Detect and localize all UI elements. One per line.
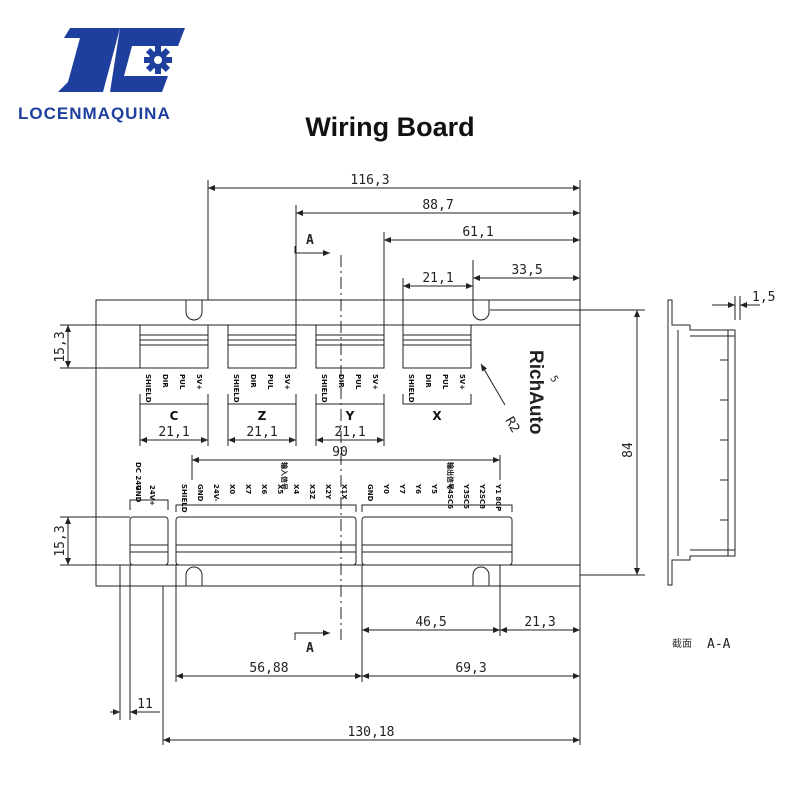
dim-69-3: 69,3 [455,661,486,676]
input-pin-label: X2Y [324,484,332,500]
input-pin-label: GND [196,484,204,502]
axis-pin-label: 5V+ [458,374,466,390]
dim-15-3-bottom: 15,3 [53,525,68,556]
output-pin-label: Y7 [398,483,406,494]
axis-pin-label: SHIELD [144,374,152,403]
axis-pin-label: PUL [178,374,186,390]
input-pin-label: X6 [260,484,268,494]
section-caption: A-A [707,637,731,652]
notch-bottom-left [185,566,203,586]
terminal-block-z [227,324,297,405]
dim-61-1: 61,1 [462,225,493,240]
dim-84: 84 [621,442,636,458]
side-profile [667,296,760,586]
output-header-label: 输出信号 [446,462,455,490]
input-pin-label: X5 [276,484,284,494]
axis-pin-label: DIR [249,374,257,388]
input-pin-label: X4 [292,484,300,494]
input-pin-label: X0 [228,484,236,494]
locenmaquina-logo [58,28,185,92]
input-pin-label: 24V- [212,484,220,502]
logo-mark-left [58,28,120,92]
axis-label-c: C [170,409,179,423]
axis-label-z: Z [258,409,267,423]
dim-r2: R2 [502,415,523,436]
dim-1-5: 1,5 [752,290,775,305]
input-pin-label: X3Z [308,484,316,499]
power-header-label: DC 24V [134,462,142,491]
board-outline [95,299,581,587]
logo-mark-right [110,28,185,92]
notch-top-right [472,300,490,321]
axis-pin-label: PUL [441,374,449,390]
power-pin-label: GND [134,485,142,503]
terminal-block-x [402,324,472,405]
dim-block-z: 21,1 [246,425,277,440]
axis-pin-label: PUL [266,374,274,390]
pin-labels: SHIELD DIR PUL 5V+ SHIELD DIR PUL 5V+ SHIELD DIR P… [134,374,502,513]
power-pin-label: 24V+ [148,485,156,506]
axis-pin-label: PUL [354,374,362,390]
dim-11: 11 [137,697,153,712]
dim-90: 90 [332,445,348,460]
terminal-block-y [315,324,385,405]
input-pin-label: X7 [244,484,252,494]
terminal-block-power [129,499,169,566]
output-pin-label: Y3SC5 [462,483,470,509]
output-pin-label: Y5 [430,483,438,494]
input-header-label: 输入信号 [280,462,289,490]
output-pin-label: Y1 80P [494,483,502,511]
terminal-block-inputs [175,504,357,566]
section-mark-bottom: A [306,641,314,656]
section-mark-top: A [306,233,314,248]
notch-bottom-right [472,566,490,586]
dim-r5: 5 [547,374,560,385]
page-title: Wiring Board [305,112,475,142]
brand-label: RichAuto [525,350,546,434]
input-pin-label: X1X [340,484,348,500]
dim-block-y: 21,1 [334,425,365,440]
dim-15-3-top: 15,3 [53,331,68,362]
dim-21-1-top: 21,1 [422,271,453,286]
axis-pin-label: SHIELD [320,374,328,403]
input-pin-label: SHIELD [180,484,188,513]
dim-21-3: 21,3 [524,615,555,630]
axis-label-y: Y [345,409,355,423]
output-pin-label: GND [366,484,374,502]
dim-116-3: 116,3 [350,173,389,188]
axis-pin-label: DIR [161,374,169,388]
section-caption-prefix: 截面 [672,637,692,650]
axis-pin-label: SHIELD [232,374,240,403]
output-pin-label: Y4SC6 [446,483,454,509]
axis-label-x: X [432,409,442,423]
gear-icon [144,46,172,74]
logo-name: LOCENMAQUINA [18,104,171,123]
output-pin-label: Y6 [414,483,422,494]
terminal-block-c [139,324,209,405]
output-pin-label: Y0 [382,483,390,494]
dim-130-18: 130,18 [348,725,395,740]
axis-pin-label: 5V+ [283,374,291,390]
dim-46-5: 46,5 [415,615,446,630]
dim-88-7: 88,7 [422,198,453,213]
axis-pin-label: 5V+ [195,374,203,390]
axis-pin-label: DIR [424,374,432,388]
dim-block-c: 21,1 [158,425,189,440]
axis-pin-label: DIR [337,374,345,388]
dim-33-5: 33,5 [511,263,542,278]
axis-pin-label: 5V+ [371,374,379,390]
notch-top-left [185,300,203,321]
terminal-block-outputs [361,504,513,566]
dim-56-88: 56,88 [249,661,288,676]
output-pin-label: Y2SC8 [478,483,486,509]
axis-pin-label: SHIELD [407,374,415,403]
